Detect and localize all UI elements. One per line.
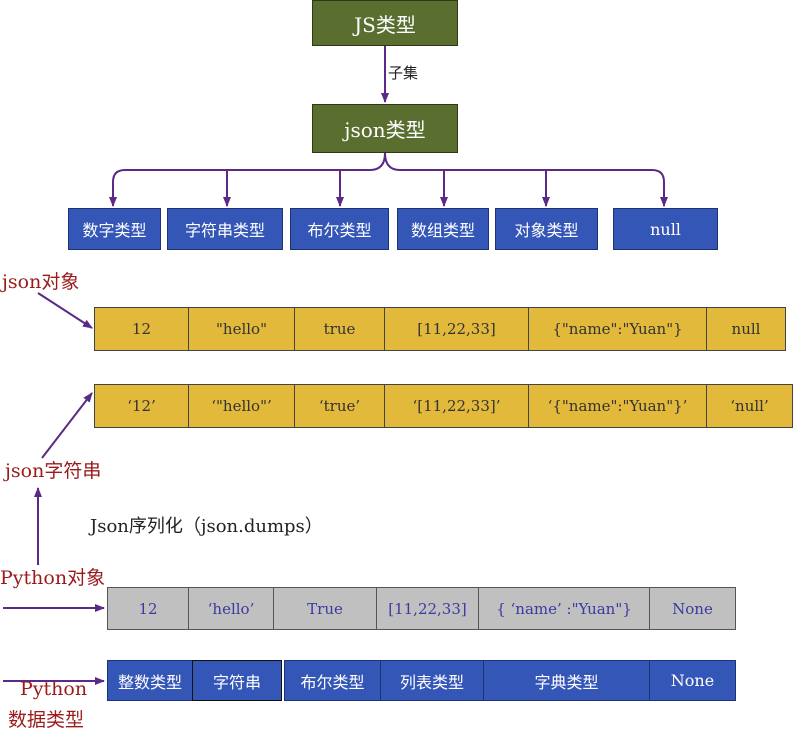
json-type-object: 对象类型 <box>495 208 598 250</box>
json-string-arrow <box>41 392 93 459</box>
branch-number <box>109 152 386 207</box>
python-object-cell: { ‘name’ :"Yuan"} <box>478 587 650 630</box>
python-type-cell: 字典类型 <box>483 660 650 701</box>
json-type-null: null <box>613 208 718 250</box>
python-object-label: Python对象 <box>0 567 106 589</box>
json-type-number: 数字类型 <box>68 208 161 250</box>
json-type-box: json类型 <box>312 104 458 153</box>
json-object-cell: 12 <box>94 307 189 351</box>
json-string-label: json字符串 <box>5 460 102 482</box>
python-object-cell: [11,22,33] <box>376 587 479 630</box>
python-type-cell: None <box>649 660 736 701</box>
python-type-cell: 整数类型 <box>107 660 193 701</box>
python-types-label-line2: 数据类型 <box>8 709 85 731</box>
json-object-cell: {"name":"Yuan"} <box>528 307 707 351</box>
json-type-bool: 布尔类型 <box>290 208 389 250</box>
python-object-cell: 12 <box>107 587 189 630</box>
json-string-cell: ‘12’ <box>94 384 189 428</box>
js-type-box: JS类型 <box>312 0 458 46</box>
json-object-cell: "hello" <box>188 307 295 351</box>
json-string-cell: ‘true’ <box>294 384 385 428</box>
serialize-label: Json序列化（json.dumps） <box>90 516 323 537</box>
json-string-cell: ‘"hello"’ <box>188 384 295 428</box>
json-object-label: json对象 <box>2 271 80 293</box>
python-type-cell: 布尔类型 <box>284 660 381 701</box>
json-object-arrow <box>37 292 93 329</box>
python-type-cell: 列表类型 <box>380 660 484 701</box>
json-string-cell: ‘[11,22,33]’ <box>384 384 529 428</box>
python-object-cell: None <box>649 587 736 630</box>
json-string-cell: ‘{"name":"Yuan"}’ <box>528 384 707 428</box>
json-string-cell: ‘null’ <box>706 384 793 428</box>
json-object-cell: [11,22,33] <box>384 307 529 351</box>
python-types-label-line1: Python <box>20 678 88 700</box>
python-type-cell: 字符串 <box>192 660 282 701</box>
json-type-array: 数组类型 <box>397 208 489 250</box>
subset-label: 子集 <box>388 64 419 82</box>
branch-null <box>384 152 668 207</box>
python-object-cell: ‘hello’ <box>188 587 274 630</box>
python-object-cell: True <box>273 587 377 630</box>
json-type-string: 字符串类型 <box>167 208 283 250</box>
json-object-cell: null <box>706 307 786 351</box>
json-object-cell: true <box>294 307 385 351</box>
